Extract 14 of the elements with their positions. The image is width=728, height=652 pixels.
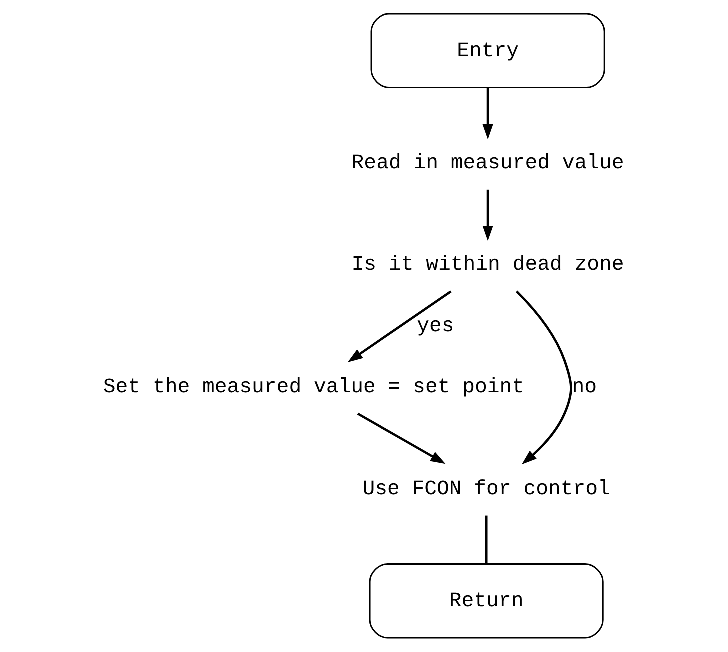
arrow (516, 290, 572, 465)
edge-label: yes (416, 315, 454, 338)
arrow (356, 412, 446, 464)
arrow (347, 290, 452, 362)
node-text: Use FCON for control (362, 478, 610, 502)
edge-label: no (572, 376, 597, 400)
node-text: Read in measured value (351, 152, 624, 176)
arrow (482, 190, 493, 242)
connector (484, 516, 488, 564)
node-text: Set the measured value = set point (102, 376, 524, 400)
node-text: Is it within dead zone (351, 254, 624, 278)
node-box: Return (368, 564, 604, 639)
node-box: Entry (370, 13, 605, 88)
arrow (482, 88, 493, 140)
